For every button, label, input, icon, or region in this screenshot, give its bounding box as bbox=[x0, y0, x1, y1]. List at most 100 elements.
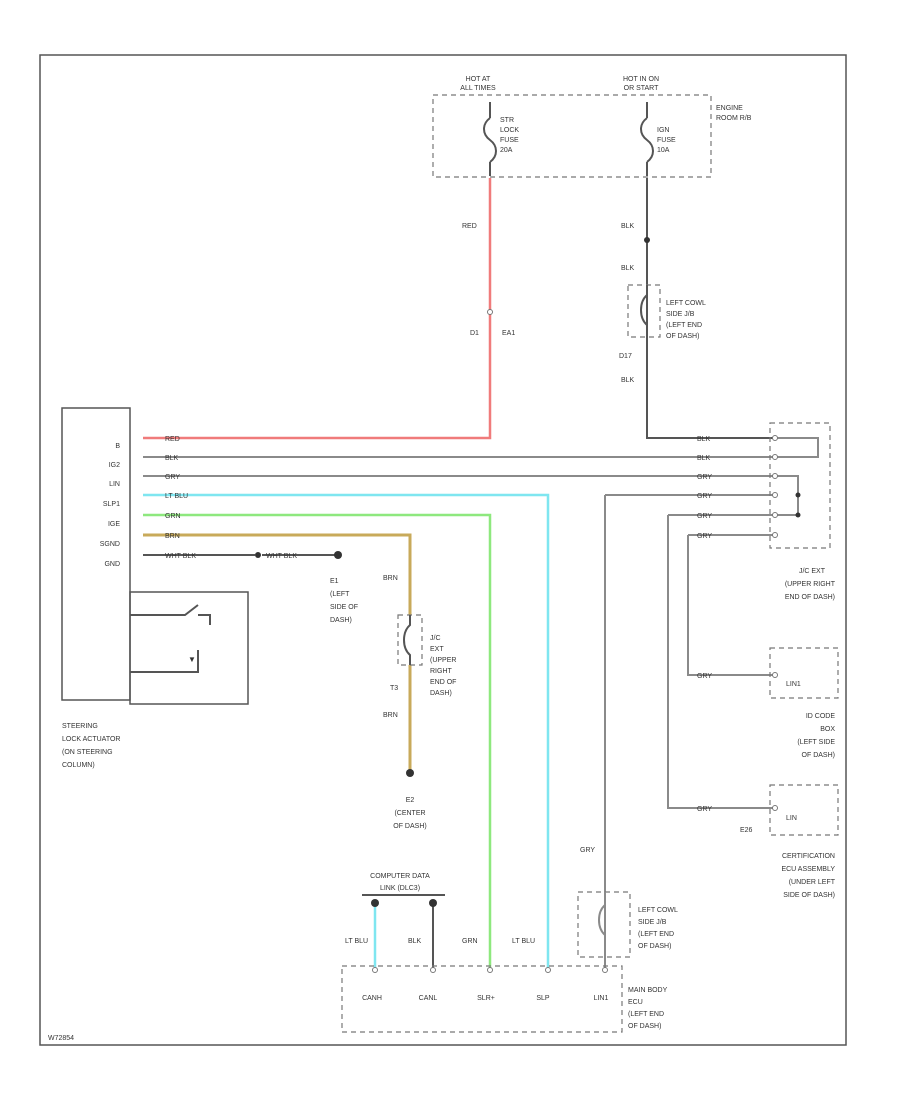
cert-wire-label: GRY bbox=[697, 806, 712, 813]
wire-label-blk: BLK bbox=[165, 455, 179, 462]
ground-e2-dot bbox=[406, 769, 414, 777]
bottom-label-lt-blu-1: LT BLU bbox=[345, 938, 368, 945]
id-code-pin bbox=[772, 672, 778, 678]
cert-name-4: SIDE OF DASH) bbox=[783, 892, 835, 899]
jc-mid-5: END OF bbox=[430, 679, 456, 686]
wire-lt-blu bbox=[143, 493, 550, 970]
e1-label-3: SIDE OF bbox=[330, 604, 358, 611]
ecu-pin-slr bbox=[487, 967, 493, 973]
left-cowl-bottom-4: OF DASH) bbox=[638, 943, 671, 950]
ecu-name-1: MAIN BODY bbox=[628, 987, 668, 994]
cert-ecu-pin-label: LIN bbox=[786, 815, 797, 822]
main-body-ecu-box bbox=[341, 965, 623, 1033]
jc-mid-1: J/C bbox=[430, 635, 441, 642]
wire-label-gry-476: GRY bbox=[697, 474, 712, 481]
pin-sgnd: SGND bbox=[100, 541, 120, 548]
engine-room-2: ROOM R/B bbox=[716, 115, 752, 122]
wire-label-blk-438: BLK bbox=[697, 436, 711, 443]
jc-ext-right-box bbox=[769, 422, 831, 549]
id-code-wire-label: GRY bbox=[697, 673, 712, 680]
splice-wht-blk bbox=[255, 552, 261, 558]
ecu-pin-label-lin1: LIN1 bbox=[594, 995, 609, 1002]
ign-fuse-label-2: FUSE bbox=[657, 137, 676, 144]
wire-brn bbox=[143, 533, 412, 772]
ecu-pin-lin1 bbox=[602, 967, 608, 973]
str-fuse-label-2: LOCK bbox=[500, 127, 519, 134]
str-lock-fuse-symbol bbox=[483, 117, 497, 163]
jc-pin-1 bbox=[772, 435, 778, 441]
ecu-name-4: OF DASH) bbox=[628, 1023, 661, 1030]
e2-label-2: (CENTER bbox=[394, 810, 425, 817]
connector-ea1: EA1 bbox=[502, 330, 515, 337]
jc-pin-5 bbox=[772, 512, 778, 518]
connector-d1: D1 bbox=[470, 330, 479, 337]
ecu-pin-canl bbox=[430, 967, 436, 973]
ign-fuse-label-1: IGN bbox=[657, 127, 669, 134]
e2-label-1: E2 bbox=[406, 797, 415, 804]
jc-pin-2 bbox=[772, 454, 778, 460]
footer-code: W72854 bbox=[48, 1035, 74, 1042]
e1-label-4: DASH) bbox=[330, 617, 352, 624]
cert-name-2: ECU ASSEMBLY bbox=[781, 866, 835, 873]
jc-mid-2: EXT bbox=[430, 646, 444, 653]
left-cowl-top-symbol bbox=[640, 285, 648, 337]
red-vertical-label: RED bbox=[462, 223, 477, 230]
wire-label-gry-515: GRY bbox=[697, 513, 712, 520]
wire-label-wht-blk: WHT BLK bbox=[165, 553, 196, 560]
actuator-motor-icon: ▼ bbox=[188, 655, 196, 664]
left-cowl-top-2: SIDE J/B bbox=[666, 311, 695, 318]
connector-e26: E26 bbox=[740, 827, 753, 834]
jc-pin-3 bbox=[772, 473, 778, 479]
jc-bridge-2 bbox=[775, 437, 819, 458]
wire-red bbox=[143, 178, 492, 440]
actuator-motor-box bbox=[129, 591, 249, 705]
wire-grn bbox=[143, 513, 492, 970]
left-cowl-bottom-2: SIDE J/B bbox=[638, 919, 667, 926]
gry-down-label: GRY bbox=[580, 847, 595, 854]
wire-gry-cert bbox=[667, 514, 775, 809]
wire-label-brn: BRN bbox=[165, 533, 180, 540]
cert-ecu-box bbox=[769, 784, 839, 836]
blk-label-3: BLK bbox=[621, 377, 635, 384]
pin-lin: LIN bbox=[109, 481, 120, 488]
id-code-box bbox=[769, 647, 839, 699]
wire-label-gry-535: GRY bbox=[697, 533, 712, 540]
e1-label-1: E1 bbox=[330, 578, 339, 585]
wire-label-wht-blk-2: WHT BLK bbox=[266, 553, 297, 560]
e1-label-2: (LEFT bbox=[330, 591, 350, 598]
actuator-switch-symbol bbox=[130, 604, 211, 625]
jc-right-label-3: END OF DASH) bbox=[785, 594, 835, 601]
bottom-label-grn: GRN bbox=[462, 938, 478, 945]
e2-label-3: OF DASH) bbox=[393, 823, 426, 830]
ign-fuse-label-3: 10A bbox=[657, 147, 670, 154]
cert-name-3: (UNDER LEFT bbox=[789, 879, 836, 886]
left-cowl-bottom-1: LEFT COWL bbox=[638, 907, 678, 914]
pin-gnd: GND bbox=[104, 561, 120, 568]
jc-mid-6: DASH) bbox=[430, 690, 452, 697]
jc-mid-3: (UPPER bbox=[430, 657, 456, 664]
ecu-pin-slp bbox=[545, 967, 551, 973]
ign-fuse-symbol bbox=[640, 117, 654, 163]
ecu-pin-label-slr: SLR+ bbox=[477, 995, 495, 1002]
jc-pin-4 bbox=[772, 492, 778, 498]
jc-right-label-2: (UPPER RIGHT bbox=[785, 581, 836, 588]
id-code-name-4: OF DASH) bbox=[802, 752, 835, 759]
pin-ige: IGE bbox=[108, 521, 120, 528]
pin-ig2: IG2 bbox=[109, 462, 120, 469]
jc-right-label-1: J/C EXT bbox=[799, 568, 826, 575]
left-cowl-bottom-symbol bbox=[598, 892, 606, 957]
engine-room-fuse-box bbox=[432, 94, 712, 178]
ecu-pin-label-canl: CANL bbox=[419, 995, 438, 1002]
ecu-name-2: ECU bbox=[628, 999, 643, 1006]
left-cowl-top-1: LEFT COWL bbox=[666, 300, 706, 307]
left-cowl-bottom-box bbox=[577, 891, 631, 958]
wire-label-red: RED bbox=[165, 436, 180, 443]
bottom-label-lt-blu-2: LT BLU bbox=[512, 938, 535, 945]
actuator-name-1: STEERING bbox=[62, 723, 98, 730]
str-fuse-label-3: FUSE bbox=[500, 137, 519, 144]
actuator-name-2: LOCK ACTUATOR bbox=[62, 736, 120, 743]
engine-room-1: ENGINE bbox=[716, 105, 743, 112]
wire-label-lt-blu: LT BLU bbox=[165, 493, 188, 500]
ecu-pin-canh bbox=[372, 967, 378, 973]
